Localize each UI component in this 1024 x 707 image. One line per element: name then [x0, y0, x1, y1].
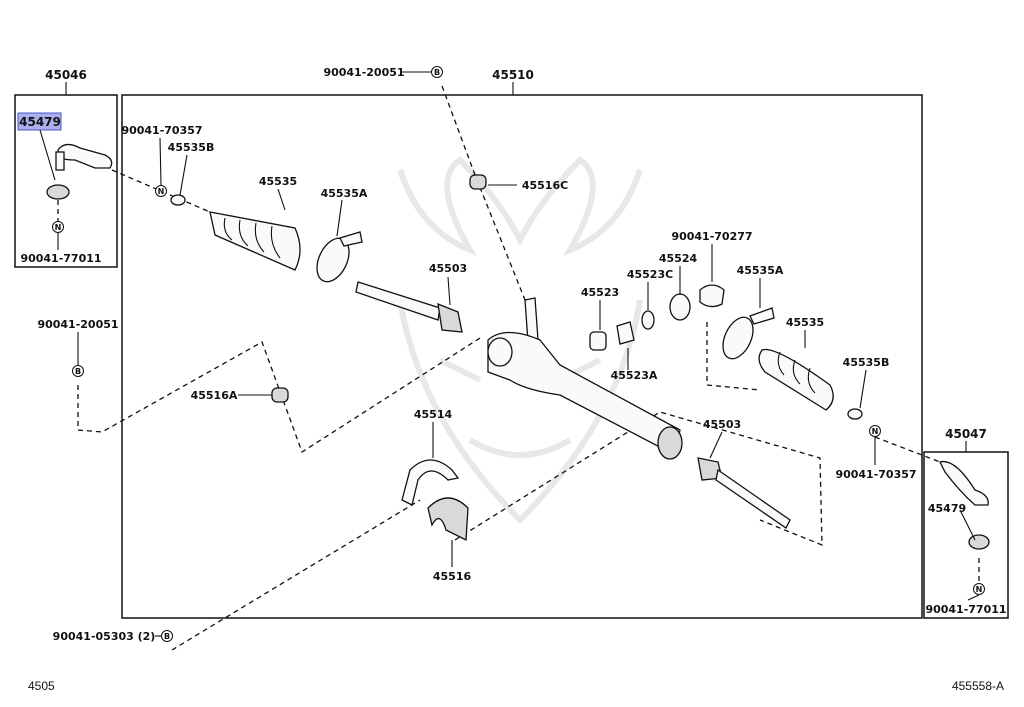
label-90041-70357-right: 90041-70357 [835, 468, 916, 481]
label-45479-right: 45479 [928, 502, 966, 515]
label-90041-70277: 90041-70277 [671, 230, 752, 243]
label-45516C: 45516C [522, 179, 568, 192]
label-45046: 45046 [45, 68, 87, 82]
label-90041-70357-left: 90041-70357 [121, 124, 202, 137]
label-90041-20051-top: 90041-20051 [323, 66, 404, 79]
label-45535-right: 45535 [786, 316, 824, 329]
highlight-45479 [17, 112, 62, 131]
n-marker-left-nut: N [52, 221, 64, 233]
b-marker-top: B [431, 66, 443, 78]
label-45523A: 45523A [611, 369, 658, 382]
n-marker-right-nut: N [973, 583, 985, 595]
label-90041-77011-left: 90041-77011 [20, 252, 101, 265]
steering-gear-housing [487, 297, 683, 460]
group-box-45510 [121, 94, 923, 619]
rack-guide-parts [589, 284, 725, 351]
dash-right-tie-rod [874, 436, 941, 463]
dash-left-mount-bolt [77, 337, 481, 453]
label-90041-77011-right: 90041-77011 [925, 603, 1006, 616]
grommet-45516C [469, 174, 487, 190]
n-marker-right-pin: N [869, 425, 881, 437]
label-45523: 45523 [581, 286, 619, 299]
label-45535A-right: 45535A [737, 264, 784, 277]
label-45503-top: 45503 [429, 262, 467, 275]
svg-text:N: N [872, 427, 879, 436]
svg-text:N: N [158, 187, 165, 196]
label-45514: 45514 [414, 408, 453, 421]
svg-text:B: B [434, 68, 440, 77]
dash-right-boot [706, 322, 761, 391]
label-45503-bottom: 45503 [703, 418, 741, 431]
label-45479-highlighted[interactable]: 45479 [19, 115, 61, 129]
boot-clamp-right [722, 307, 775, 360]
footer-page-code: 4505 [28, 679, 55, 693]
n-marker-left-pin: N [155, 185, 167, 197]
label-45516A: 45516A [191, 389, 238, 402]
grommet-45516A [271, 387, 289, 403]
rack-end-left [355, 281, 463, 333]
boot-left [170, 194, 301, 271]
boot-right [758, 348, 863, 420]
label-45516: 45516 [433, 570, 472, 583]
svg-text:N: N [55, 223, 62, 232]
b-marker-bottom: B [161, 630, 173, 642]
b-marker-left: B [72, 365, 84, 377]
footer-drawing-number: 455558-A [952, 679, 1004, 693]
dash-bottom-bolt [171, 499, 421, 651]
label-45535-left: 45535 [259, 175, 297, 188]
mount-bracket [401, 459, 469, 542]
label-45535B-right: 45535B [843, 356, 890, 369]
label-90041-20051-left: 90041-20051 [37, 318, 118, 331]
dash-top-bolt [441, 85, 526, 301]
label-45535B-left: 45535B [168, 141, 215, 154]
rack-end-right [697, 457, 791, 529]
dash-bracket-right [454, 411, 823, 546]
label-45510: 45510 [492, 68, 534, 82]
svg-text:B: B [164, 632, 170, 641]
label-45524: 45524 [659, 252, 698, 265]
label-45535A-left: 45535A [321, 187, 368, 200]
svg-text:B: B [75, 367, 81, 376]
tie-rod-end-left [46, 143, 113, 200]
boot-clamp-left [316, 231, 363, 283]
svg-text:N: N [976, 585, 983, 594]
label-45523C: 45523C [627, 268, 673, 281]
label-45047: 45047 [945, 427, 987, 441]
label-90041-05303: 90041-05303 (2) [53, 630, 156, 643]
